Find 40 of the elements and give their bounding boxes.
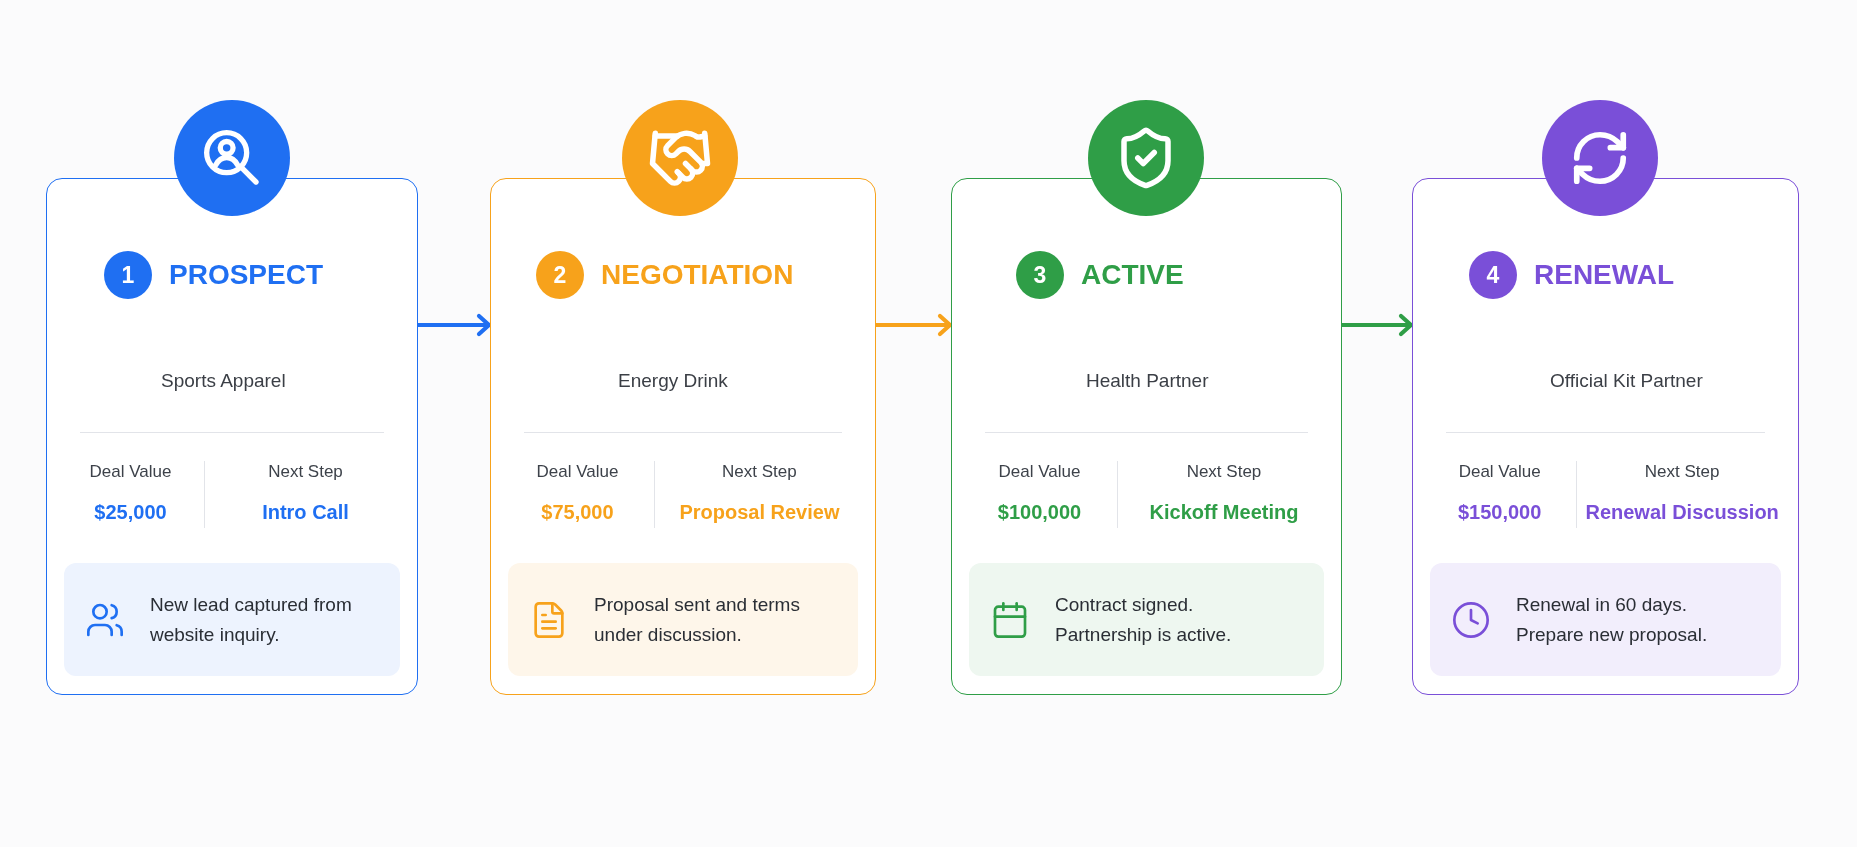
deal-value: $75,000 — [541, 500, 614, 525]
note-text: Contract signed. Partnership is active. — [1055, 592, 1233, 647]
step-number: 3 — [1016, 251, 1064, 299]
step-number: 4 — [1469, 251, 1517, 299]
stat-label: Next Step — [1186, 461, 1262, 483]
stat-label: Deal Value — [536, 461, 619, 483]
step-number: 2 — [536, 251, 584, 299]
note-panel — [1430, 563, 1781, 676]
next-step-value: Proposal Review — [679, 500, 840, 525]
stage-title: PROSPECT — [169, 258, 324, 292]
note-text: Renewal in 60 days. Prepare new proposal. — [1516, 592, 1709, 647]
deal-value: $100,000 — [997, 500, 1082, 525]
next-step-value: Renewal Discussion — [1585, 500, 1779, 525]
stage-title: NEGOTIATION — [601, 258, 794, 292]
stat-label: Deal Value — [998, 461, 1081, 483]
note-panel — [64, 563, 400, 676]
stage-card — [46, 178, 418, 695]
sponsor-category: Energy Drink — [618, 369, 728, 393]
note-text: Proposal sent and terms under discussion. — [594, 592, 801, 647]
deal-value: $25,000 — [94, 500, 167, 525]
stage-title: RENEWAL — [1534, 258, 1674, 292]
stat-label: Next Step — [1644, 461, 1720, 483]
deal-value: $150,000 — [1457, 500, 1542, 525]
stat-label: Deal Value — [1458, 461, 1541, 483]
sponsor-category: Official Kit Partner — [1550, 369, 1703, 393]
note-panel — [508, 563, 858, 676]
sponsor-category: Sports Apparel — [161, 369, 286, 393]
stage-card — [490, 178, 876, 695]
next-step-value: Kickoff Meeting — [1149, 500, 1299, 525]
stat-label: Next Step — [268, 461, 343, 483]
sponsor-category: Health Partner — [1086, 369, 1209, 393]
note-panel — [969, 563, 1324, 676]
stat-label: Next Step — [722, 461, 797, 483]
stat-label: Deal Value — [89, 461, 172, 483]
stage-card — [1412, 178, 1799, 695]
next-step-value: Intro Call — [262, 500, 349, 525]
note-text: New lead captured from website inquiry. — [150, 592, 353, 647]
step-number: 1 — [104, 251, 152, 299]
stage-title: ACTIVE — [1081, 258, 1184, 292]
stage-card — [951, 178, 1342, 695]
